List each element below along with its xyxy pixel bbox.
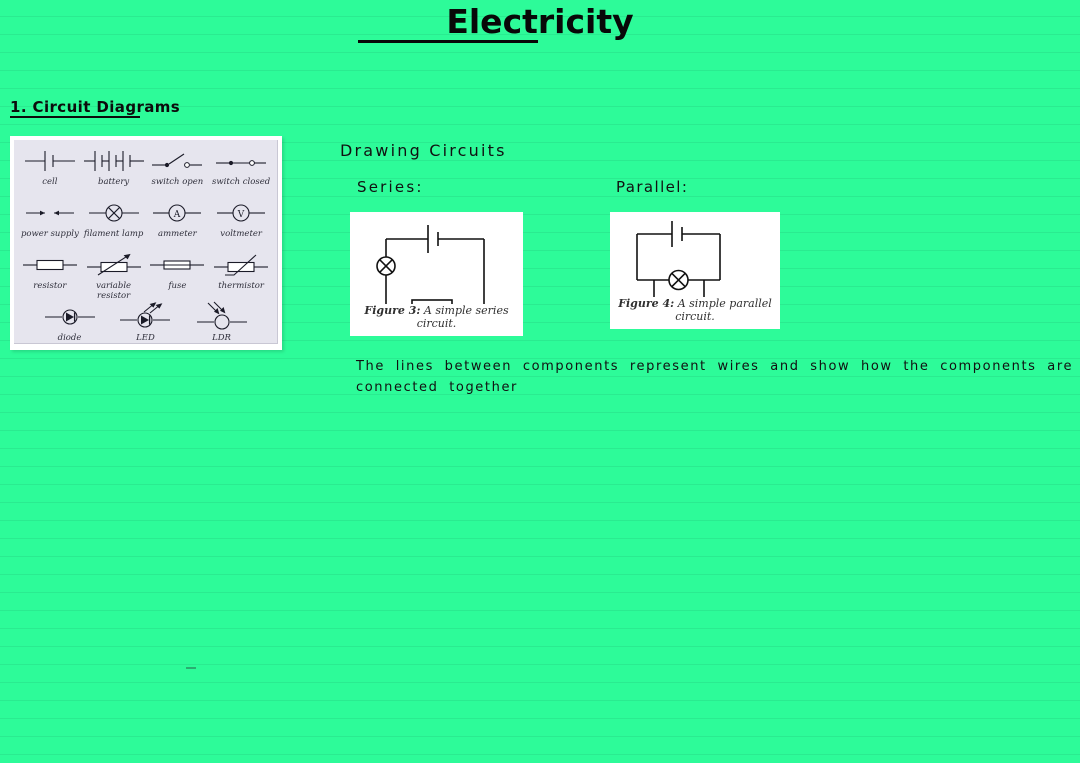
symbol-label: cell — [42, 177, 58, 187]
resistor-symbol — [21, 250, 79, 280]
symbol-cell-led: LED — [108, 302, 184, 354]
variable-resistor-symbol — [85, 250, 143, 280]
symbol-cell-cell: cell — [18, 146, 82, 198]
symbol-cell-voltmeter: V voltmeter — [209, 198, 273, 250]
note-body-text: The lines between components represent w… — [356, 359, 1074, 395]
figure-series-circuit: Figure 3: A simple series circuit. — [350, 212, 523, 336]
symbol-label: thermistor — [218, 281, 264, 291]
parallel-circuit-diagram — [636, 221, 721, 297]
symbol-cell-diode: diode — [32, 302, 108, 354]
symbol-label: variable resistor — [96, 281, 132, 301]
symbol-label: fuse — [168, 281, 187, 291]
figure-3-caption: Figure 3: A simple series circuit. — [350, 304, 523, 330]
symbol-cell-switch-closed: switch closed — [209, 146, 273, 198]
figure-4-number: Figure 4: — [618, 297, 675, 310]
symbol-label: switch closed — [212, 177, 271, 187]
symbol-cell-fuse: fuse — [146, 250, 210, 302]
ammeter-symbol: A — [150, 198, 204, 228]
symbol-label: switch open — [151, 177, 204, 187]
page-title-underline — [358, 40, 538, 43]
note-parallel-label: Parallel: — [616, 178, 689, 196]
section-heading-underline — [10, 116, 140, 118]
thermistor-symbol — [212, 250, 270, 280]
stray-pencil-mark — [186, 667, 196, 669]
svg-text:A: A — [173, 210, 181, 220]
voltmeter-symbol: V — [214, 198, 268, 228]
figure-parallel-circuit: Figure 4: A simple parallel circuit. — [610, 212, 780, 329]
symbol-cell-ldr: LDR — [184, 301, 260, 354]
figure-3-text: A simple series circuit. — [416, 304, 509, 330]
led-symbol — [117, 302, 175, 332]
series-circuit-diagram — [376, 225, 485, 304]
switch-open-symbol — [150, 146, 204, 176]
symbol-row: diode — [18, 301, 273, 354]
cell-symbol — [23, 146, 77, 176]
symbol-row: resistor va — [18, 250, 273, 302]
symbol-row: power supply — [18, 198, 273, 250]
symbol-label: battery — [98, 177, 130, 187]
circuit-symbols-inner: cell — [14, 140, 278, 344]
symbol-cell-switch-open: switch open — [146, 146, 210, 198]
figure-4-caption: Figure 4: A simple parallel circuit. — [610, 297, 780, 323]
symbol-cell-power-supply: power supply — [18, 198, 82, 250]
note-drawing-circuits: Drawing Circuits — [340, 141, 507, 160]
symbol-label: ammeter — [158, 229, 197, 239]
symbol-row: cell — [18, 146, 273, 198]
battery-symbol — [83, 146, 145, 176]
symbol-label: voltmeter — [220, 229, 262, 239]
power-supply-symbol — [23, 198, 77, 228]
section-heading: 1. Circuit Diagrams — [10, 98, 181, 116]
figure-4-text: A simple parallel circuit. — [675, 297, 772, 323]
symbol-cell-thermistor: thermistor — [209, 250, 273, 302]
symbol-label: diode — [57, 333, 82, 343]
note-series-label: Series: — [357, 178, 424, 196]
symbol-label: LED — [136, 333, 155, 343]
diode-symbol — [41, 302, 99, 332]
symbol-cell-filament-lamp: filament lamp — [82, 198, 146, 250]
symbol-cell-resistor: resistor — [18, 250, 82, 302]
svg-text:V: V — [237, 210, 245, 220]
symbol-cell-variable-resistor: variable resistor — [82, 250, 146, 302]
symbol-label: power supply — [20, 229, 79, 239]
circuit-symbols-panel: cell — [10, 136, 282, 350]
symbol-cell-ammeter: A ammeter — [146, 198, 210, 250]
figure-3-number: Figure 3: — [364, 304, 421, 317]
filament-lamp-symbol — [87, 198, 141, 228]
ldr-symbol — [193, 301, 251, 332]
symbol-cell-battery: battery — [82, 146, 146, 198]
switch-closed-symbol — [214, 146, 268, 176]
symbol-label: LDR — [212, 333, 231, 343]
page-title: Electricity — [446, 2, 634, 41]
symbol-label: filament lamp — [83, 229, 144, 239]
fuse-symbol — [148, 250, 206, 280]
symbol-label: resistor — [33, 281, 67, 291]
